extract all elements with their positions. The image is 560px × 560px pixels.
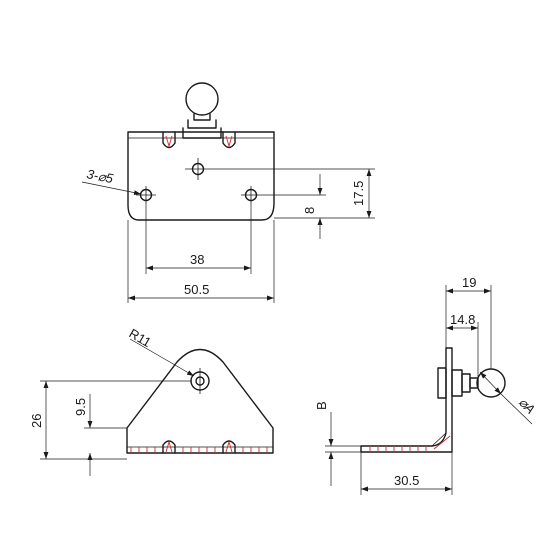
radius-leader [129, 338, 195, 377]
dim-line-ball-diameter [479, 371, 502, 395]
top-view: 3-⌀5 17.5 8 38 50.5 [81, 82, 375, 303]
hole-callout-label: 3-⌀5 [85, 166, 115, 186]
ball-stud-top [182, 82, 222, 139]
dim-label-19: 19 [462, 275, 476, 290]
dim-label-8: 8 [302, 207, 317, 214]
dim-label-b: B [314, 401, 329, 410]
hole-right [241, 186, 261, 204]
dim-label-30-5: 30.5 [394, 473, 419, 488]
hole-top [185, 158, 211, 180]
hole-callout-leader [81, 181, 142, 196]
dim-label-17-5: 17.5 [351, 181, 366, 206]
dim-label-ball-diameter: ⌀A [516, 395, 538, 417]
ball-stud-side [437, 367, 506, 399]
bracket-outline-side [360, 347, 453, 453]
hole-left [136, 186, 156, 204]
dim-label-9-5: 9.5 [73, 398, 88, 416]
dim-label-14-8: 14.8 [450, 312, 475, 327]
side-view: 19 14.8 B 30.5 ⌀A [314, 275, 538, 495]
radius-label: R11 [127, 326, 154, 350]
hole-front [190, 368, 210, 394]
bracket-outline-front [126, 348, 274, 454]
front-view: R11 26 9.5 [29, 326, 274, 476]
dim-label-38: 38 [190, 252, 204, 267]
dim-label-50-5: 50.5 [184, 282, 209, 297]
plate-outline-top [127, 131, 275, 221]
dim-label-26: 26 [29, 414, 44, 428]
